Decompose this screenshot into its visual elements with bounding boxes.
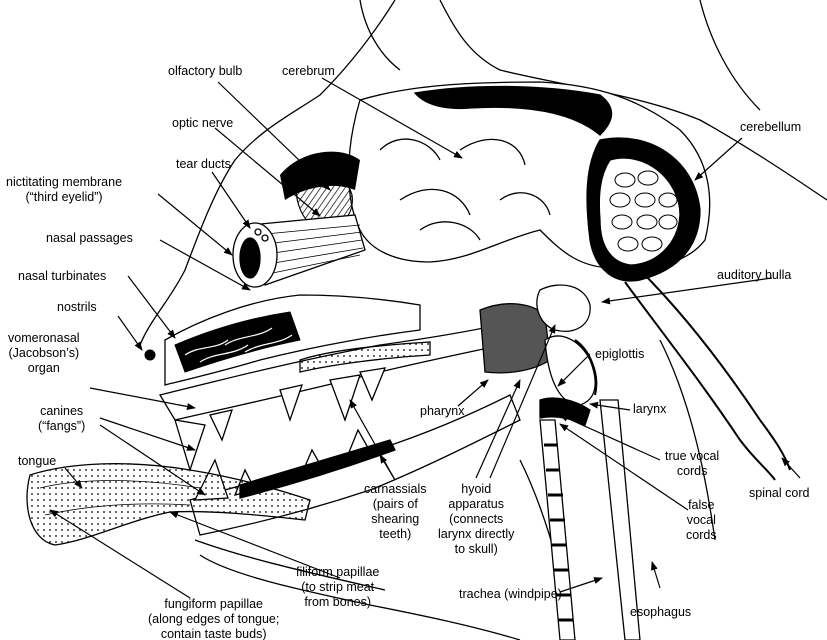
leader-cerebellum (695, 138, 742, 180)
label-canines: canines (“fangs”) (38, 404, 85, 434)
label-cerebrum: cerebrum (282, 64, 335, 79)
label-nasal-turbinates: nasal turbinates (18, 269, 106, 284)
label-carnassials: carnassials (pairs of shearing teeth) (364, 482, 427, 542)
label-cerebellum: cerebellum (740, 120, 801, 135)
label-true-vocal-cords: true vocal cords (665, 449, 719, 479)
leader-esophagus (652, 562, 660, 588)
label-tear-ducts: tear ducts (176, 157, 231, 172)
label-tongue: tongue (18, 454, 56, 469)
label-filiform-papillae: filiform papillae (to strip meat from bo… (296, 565, 379, 610)
label-nasal-passages: nasal passages (46, 231, 133, 246)
leader-tear-ducts (212, 172, 250, 228)
label-olfactory-bulb: olfactory bulb (168, 64, 242, 79)
eye (233, 215, 365, 287)
leader-olfactory-bulb (218, 82, 330, 190)
leader-nictitating-membrane (158, 194, 232, 255)
leader-nasal-turbinates (128, 276, 175, 338)
label-spinal-cord: spinal cord (749, 486, 809, 501)
label-auditory-bulla: auditory bulla (717, 268, 791, 283)
label-fungiform-papillae: fungiform papillae (along edges of tongu… (148, 597, 279, 640)
leader-spinal-cord (782, 458, 800, 478)
label-epiglottis: epiglottis (595, 347, 644, 362)
label-pharynx: pharynx (420, 404, 464, 419)
leader-nostrils (118, 316, 142, 350)
label-hyoid-apparatus: hyoid apparatus (connects larynx directl… (438, 482, 514, 557)
label-nictitating-membrane: nictitating membrane (“third eyelid”) (6, 175, 122, 205)
label-optic-nerve: optic nerve (172, 116, 233, 131)
label-esophagus: esophagus (630, 605, 691, 620)
leader-pharynx (458, 380, 488, 406)
label-false-vocal-cords: false vocal cords (686, 498, 717, 543)
label-larynx: larynx (633, 402, 666, 417)
label-trachea: trachea (windpipe) (459, 587, 562, 602)
tongue-shape (27, 464, 310, 545)
label-nostrils: nostrils (57, 300, 97, 315)
label-vomeronasal-organ: vomeronasal (Jacobson’s) organ (8, 331, 80, 376)
